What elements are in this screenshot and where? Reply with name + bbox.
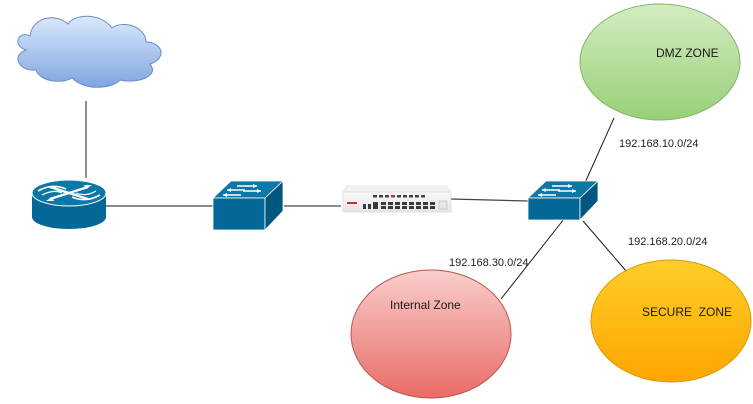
router-icon bbox=[31, 179, 107, 229]
zone-dmz: DMZ ZONE bbox=[579, 3, 741, 121]
fortinet-firewall-icon bbox=[342, 185, 452, 213]
fortinet-logo bbox=[373, 195, 425, 198]
zone-internal-ellipse bbox=[350, 269, 512, 399]
subnet-secure-label: 192.168.20.0/24 bbox=[628, 236, 708, 248]
zone-secure: SECURE ZONE bbox=[590, 259, 752, 383]
subnet-dmz-label: 192.168.10.0/24 bbox=[619, 138, 699, 150]
zone-internal-label: Internal Zone bbox=[390, 298, 461, 312]
zone-internal: Internal Zone bbox=[350, 269, 512, 399]
link-switch-right-secure bbox=[582, 220, 628, 273]
zone-secure-label: SECURE ZONE bbox=[642, 305, 732, 319]
zone-dmz-ellipse bbox=[579, 3, 741, 121]
switch-icon bbox=[211, 180, 285, 232]
link-firewall-switch-right bbox=[450, 198, 529, 202]
switch-left bbox=[211, 180, 285, 232]
firewall-ports bbox=[363, 202, 435, 209]
switch-right bbox=[526, 180, 600, 222]
subnet-internal-label: 192.168.30.0/24 bbox=[449, 257, 529, 269]
internet-cloud bbox=[17, 15, 162, 88]
zone-secure-ellipse bbox=[590, 259, 752, 383]
cloud-icon bbox=[17, 15, 162, 88]
firewall bbox=[342, 185, 452, 213]
router bbox=[31, 179, 107, 229]
link-switch-right-internal bbox=[500, 218, 565, 300]
link-switch-right-dmz bbox=[583, 117, 615, 186]
switch-icon bbox=[526, 180, 600, 222]
zone-dmz-label: DMZ ZONE bbox=[656, 46, 719, 60]
